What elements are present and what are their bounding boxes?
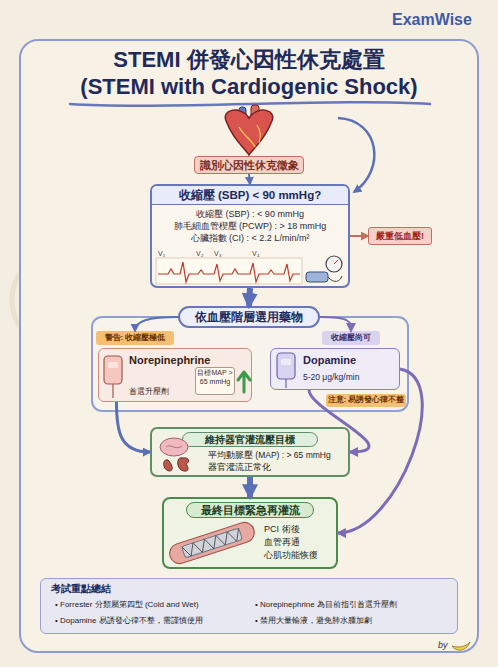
- decision-pill: 依血壓階層選用藥物: [178, 306, 320, 328]
- flow-arrow: [249, 174, 250, 184]
- node-text: • Dopamine 易誘發心律不整，需謹慎使用: [55, 616, 203, 626]
- node-text: 維持器官灌流壓目標: [182, 432, 318, 447]
- heart-illustration: [225, 105, 272, 155]
- node-text: 心臟指數 (CI) : < 2.2 L/min/m²: [152, 233, 348, 244]
- iv-bag-icon: [104, 356, 122, 398]
- flow-arrow: [249, 288, 250, 306]
- flow-arrow: [320, 317, 351, 331]
- node-text: • Forrester 分類屬第四型 (Cold and Wet): [55, 600, 199, 610]
- node-text: 肺毛細血管楔壓 (PCWP) : > 18 mmHg: [152, 221, 348, 232]
- lead-label: V₁: [158, 250, 165, 258]
- title-text: STEMI 併發心因性休克處置 (STEMI with Cardiogenic …: [80, 46, 418, 100]
- node-text: Dopamine: [303, 354, 356, 367]
- node-text: 血管再通: [264, 537, 300, 548]
- ecg-strip: [156, 258, 302, 284]
- node-text: 最終目標緊急再灌流: [186, 502, 314, 518]
- node-text: 首選升壓劑: [129, 387, 169, 397]
- node-text: 依血壓階層選用藥物: [180, 311, 318, 325]
- outer-frame: [20, 40, 478, 652]
- lead-label: V₂: [196, 250, 203, 258]
- start-box: 識別心因性休克徵象: [194, 156, 304, 174]
- flow-arrow: [350, 235, 368, 237]
- brand-label: ExamWise: [392, 10, 472, 29]
- node-text: PCI 術後: [264, 524, 300, 535]
- node-text: 收縮壓 (SBP) < 90 mmHg?: [152, 186, 348, 205]
- flow-arrow: [135, 317, 178, 331]
- blood-pressure-cuff: [306, 256, 342, 282]
- lead-label: V₄: [252, 250, 260, 258]
- goal-box: 維持器官灌流壓目標平均動脈壓 (MAP) : > 65 mmHg 器官灌流正常化: [150, 427, 350, 477]
- organ-icons: [160, 438, 189, 471]
- node-text: 平均動脈壓 (MAP) : > 65 mmHg: [208, 450, 331, 460]
- increase-arrow: [238, 372, 250, 392]
- target-box: 目標MAP > 65 mmHg: [195, 367, 235, 395]
- node-text: 注意: 易誘發心律不整: [326, 395, 406, 404]
- drug-box: Norepinephrine 首選升壓劑 目標MAP > 65 mmHg: [98, 348, 252, 402]
- node-text: 考試重點總結: [51, 583, 111, 595]
- stent-illustration: [167, 520, 257, 566]
- decor-arrow: [338, 118, 374, 192]
- group-frame: [92, 317, 408, 411]
- flow-arrow: [247, 477, 253, 497]
- title-underline: [70, 102, 430, 105]
- drug-box: Dopamine 5-20 μg/kg/min: [270, 348, 400, 390]
- flow-arrow: [309, 390, 369, 452]
- flow-arrow: [116, 402, 150, 452]
- node-text: 警告: 收縮壓極低: [96, 333, 174, 343]
- flow-arrow: [338, 369, 422, 533]
- summary-box: 考試重點總結 • Forrester 分類屬第四型 (Cold and Wet) •…: [40, 578, 458, 634]
- coffee-stain: [12, 252, 108, 348]
- iv-bag-icon: [277, 353, 295, 388]
- node-text: 器官灌流正常化: [208, 462, 271, 472]
- signature-label: by: [438, 640, 448, 651]
- node-text: • Norepinephrine 為目前指引首選升壓劑: [255, 600, 397, 610]
- node-text: 收縮壓尚可: [322, 333, 380, 343]
- node-text: 收縮壓 (SBP) : < 90 mmHg: [152, 209, 348, 220]
- alert-tag: 嚴重低血壓!: [368, 227, 432, 245]
- node-text: 心肌功能恢復: [264, 550, 318, 561]
- node-text: • 禁用大量輸液，避免肺水腫加劇: [255, 616, 372, 626]
- node-text: 嚴重低血壓!: [369, 231, 431, 242]
- node-text: 5-20 μg/kg/min: [303, 372, 359, 382]
- final-goal-box: 最終目標緊急再灌流 PCI 術後血管再通心肌功能恢復: [162, 497, 338, 569]
- caution-tag: 注意: 易誘發心律不整: [326, 394, 406, 407]
- banana-doodle: [452, 642, 470, 650]
- lead-label: V₃: [214, 250, 222, 258]
- node-text: Norepinephrine: [129, 354, 210, 367]
- node-text: 識別心因性休克徵象: [195, 159, 303, 172]
- criteria-box: 收縮壓 (SBP) < 90 mmHg? 收縮壓 (SBP) : < 90 mmH…: [150, 184, 350, 288]
- node-text: 目標MAP > 65 mmHg: [197, 369, 233, 387]
- warning-tag: 警告: 收縮壓極低: [96, 331, 174, 345]
- condition-tag: 收縮壓尚可: [322, 331, 380, 345]
